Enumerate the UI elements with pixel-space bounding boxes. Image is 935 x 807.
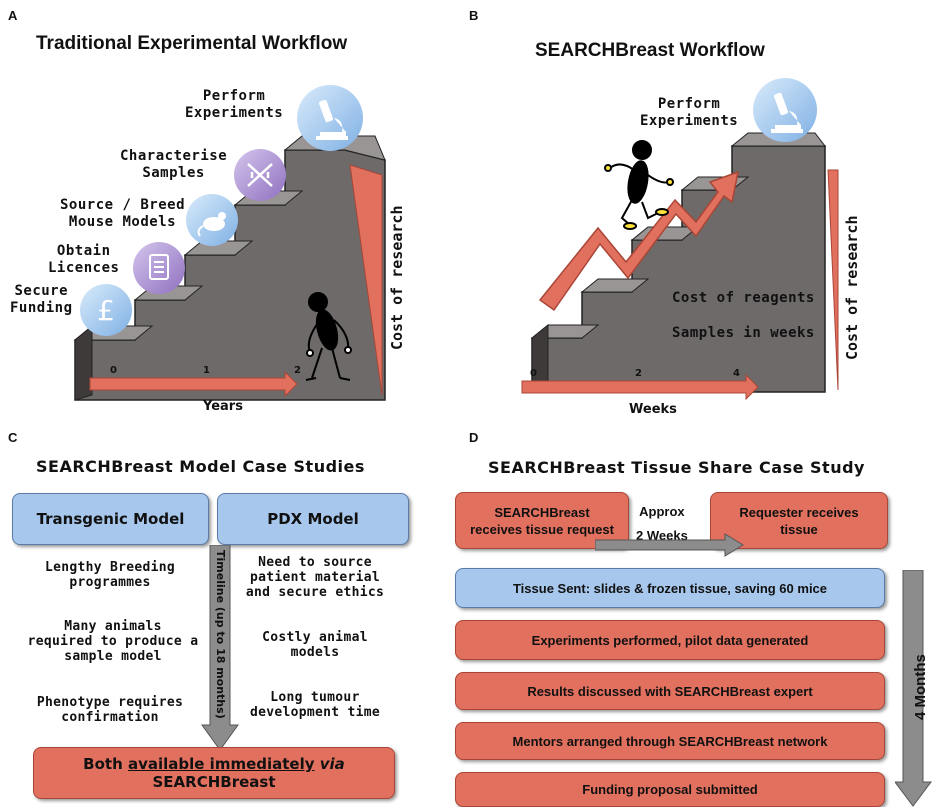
- mouse-icon: [197, 212, 226, 237]
- available-immediately-text: available immediately: [127, 755, 315, 773]
- pound-bubble: [80, 284, 132, 336]
- weeks-arrow: [521, 373, 759, 401]
- results-box: Results discussed with SEARCHBreast expe…: [455, 672, 885, 710]
- progress-arrow: [538, 170, 739, 312]
- tissue-sent-box: Tissue Sent: slides & frozen tissue, sav…: [455, 568, 885, 608]
- panel-c-letter: C: [8, 430, 18, 445]
- panel-b-perform-label: Perform Experiments: [640, 96, 739, 129]
- cost-triangle: [349, 164, 383, 396]
- years-arrow: [89, 370, 298, 398]
- step-label-characterise: Characterise Samples: [120, 148, 228, 181]
- document-icon: [149, 254, 169, 280]
- transgenic-item-3: Phenotype requires confirmation: [36, 695, 184, 725]
- pound-icon: £: [97, 294, 115, 327]
- cost-triangle-b: [827, 169, 839, 391]
- panel-b-letter: B: [469, 8, 479, 23]
- via-text: via: [319, 755, 345, 773]
- step-label-perform: Perform Experiments: [185, 88, 284, 121]
- requester-receives-box: Requester receives tissue: [710, 492, 888, 549]
- step-label-source-breed: Source / Breed Mouse Models: [60, 197, 186, 230]
- tick-b-0: 0: [530, 368, 537, 379]
- timeline-arrow: [201, 545, 239, 751]
- panel-b-cost-label: Cost of research: [843, 215, 861, 361]
- cost-of-reagents-label: Cost of reagents: [672, 290, 815, 306]
- timeline-label: Timeline (up to 18 months): [214, 550, 227, 719]
- mentors-box: Mentors arranged through SEARCHBreast ne…: [455, 722, 885, 760]
- stick-figure-running: [604, 140, 674, 230]
- stick-figure-tired: [305, 292, 352, 381]
- available-immediately-box: Both available immediately via SEARCHBre…: [33, 747, 395, 799]
- step-label-secure-funding: Secure Funding: [10, 283, 73, 316]
- microscope-icon: [316, 99, 348, 140]
- pdx-item-3: Long tumour development time: [249, 690, 381, 720]
- panel-b-title: SEARCHBreast Workflow: [535, 40, 765, 61]
- four-months-label: 4 Months: [912, 654, 929, 720]
- experiments-box: Experiments performed, pilot data genera…: [455, 620, 885, 660]
- two-week-arrow: [595, 533, 744, 557]
- panel-b-staircase: [521, 78, 839, 401]
- step-label-obtain-licences: Obtain Licences: [48, 243, 120, 276]
- dna-icon: [247, 163, 273, 187]
- funding-box: Funding proposal submitted: [455, 772, 885, 807]
- microscope-icon-b: [771, 92, 803, 133]
- panel-a-title: Traditional Experimental Workflow: [36, 33, 348, 54]
- approx-two-weeks: Approx 2 Weeks: [636, 504, 688, 543]
- years-axis-label: Years: [203, 399, 243, 414]
- four-months-arrow: [895, 570, 932, 807]
- stairs-front: [74, 149, 386, 401]
- tick-2: 2: [294, 365, 301, 376]
- panel-a-letter: A: [8, 8, 18, 23]
- samples-in-weeks-label: Samples in weeks: [672, 325, 815, 341]
- pdx-model-box: PDX Model: [217, 493, 409, 545]
- pdx-item-2: Costly animal models: [262, 630, 368, 660]
- weeks-axis-label: Weeks: [629, 402, 677, 417]
- tick-b-4: 4: [733, 368, 740, 379]
- panel-c-title: SEARCHBreast Model Case Studies: [36, 457, 365, 476]
- transgenic-item-2: Many animals required to produce a sampl…: [27, 619, 199, 664]
- panel-a-cost-label: Cost of research: [388, 205, 406, 351]
- tick-b-2: 2: [635, 368, 642, 379]
- pdx-item-1: Need to source patient material and secu…: [245, 555, 385, 600]
- panel-d-title: SEARCHBreast Tissue Share Case Study: [488, 458, 865, 477]
- tick-1: 1: [203, 365, 210, 376]
- transgenic-item-1: Lengthy Breeding programmes: [44, 560, 176, 590]
- tick-0: 0: [110, 365, 117, 376]
- panel-a-staircase: £: [73, 85, 386, 401]
- panel-d-letter: D: [469, 430, 479, 445]
- transgenic-model-box: Transgenic Model: [12, 493, 209, 545]
